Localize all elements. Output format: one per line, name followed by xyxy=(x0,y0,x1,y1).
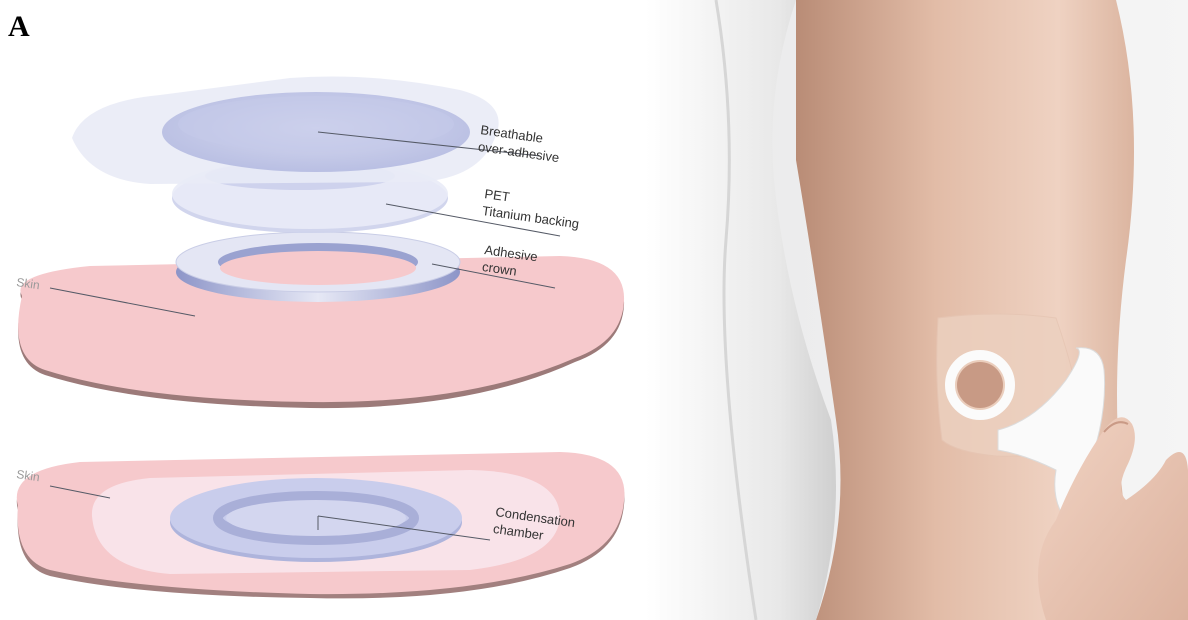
adhesive-crown-ring xyxy=(176,232,460,302)
breathable-label: Breathable over-adhesive xyxy=(477,122,562,165)
breathable-over-adhesive-film xyxy=(72,77,499,185)
assembled-patch xyxy=(170,478,462,562)
ring-center-skin xyxy=(957,362,1003,408)
patch-diagram: Breathable over-adhesive PET Titanium ba… xyxy=(0,0,646,620)
assembled-skin-label: Skin xyxy=(16,467,41,484)
exploded-skin-label: Skin xyxy=(16,275,41,292)
arm-photo xyxy=(646,0,1188,620)
